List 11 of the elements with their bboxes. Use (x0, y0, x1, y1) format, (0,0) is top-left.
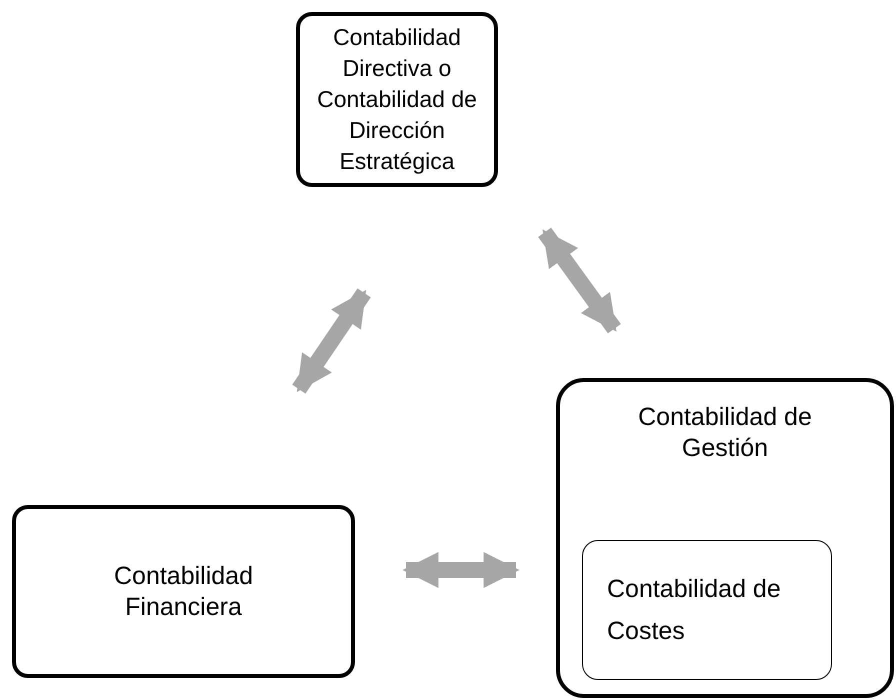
text-box (12, 505, 355, 678)
text-box (296, 12, 498, 187)
box-label: Contabilidad de Gestión (637, 402, 813, 464)
box-label: Contabilidad de Costes (607, 574, 782, 647)
box-label: Contabilidad Directiva o Contabilidad de Dirección Estratégica (316, 23, 478, 176)
double-arrow (402, 552, 520, 588)
text-box (582, 540, 832, 680)
text-box (556, 378, 894, 698)
double-arrow (538, 228, 621, 334)
box-label: Contabilidad Financiera (113, 560, 254, 622)
double-arrow (292, 288, 371, 394)
